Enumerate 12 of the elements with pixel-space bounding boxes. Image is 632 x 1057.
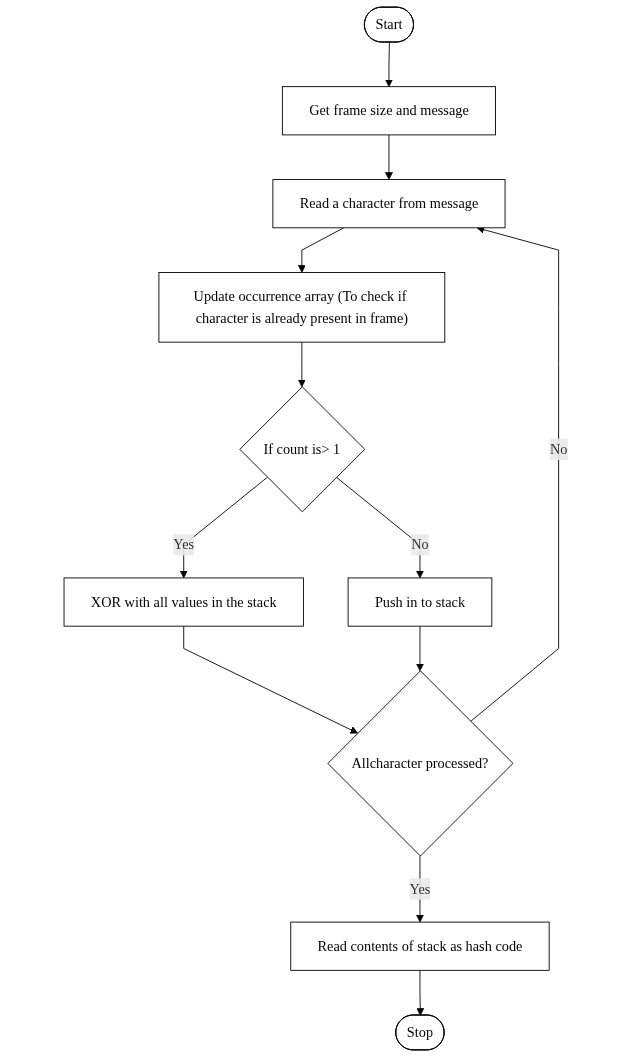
- node-diamond: If count is> 1: [239, 386, 366, 513]
- edge-label: Yes: [173, 536, 195, 553]
- edge-label: Yes: [409, 881, 431, 897]
- edge-label: No: [411, 536, 429, 553]
- node-box: Get frame size and message: [282, 86, 497, 136]
- edge-label: No: [550, 441, 568, 457]
- node-box: XOR with all values in the stack: [63, 577, 305, 627]
- node-box: Read a character from message: [272, 179, 506, 229]
- node-box: Push in to stack: [347, 577, 493, 627]
- node-box: Read contents of stack as hash code: [290, 921, 550, 971]
- node-box: Update occurrence array (To check if character is already present in frame): [158, 272, 446, 343]
- node-diamond: Allcharacter processed?: [327, 670, 514, 857]
